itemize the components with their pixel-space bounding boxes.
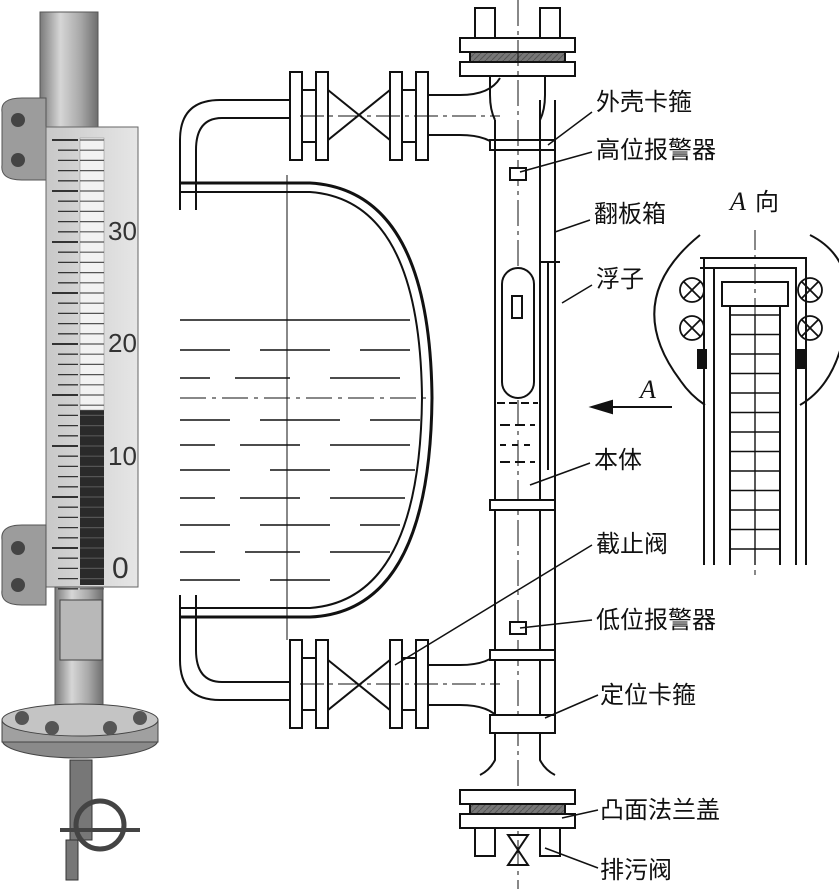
scale-label-20: 20: [108, 328, 137, 358]
label-float: 浮子: [596, 265, 644, 293]
label-flange-cover: 凸面法兰盖: [600, 796, 720, 824]
liquid-surface: [180, 319, 420, 581]
tank-vessel: [180, 175, 434, 640]
scale-label-30: 30: [108, 216, 137, 246]
labels: 外壳卡箍 高位报警器 翻板箱 浮子 本体 截止阀 低位报警器 定位卡箍 凸面法兰…: [594, 88, 779, 884]
label-shell-clamp: 外壳卡箍: [596, 88, 692, 116]
gauge-photo: 30 20 10 0: [1, 11, 159, 881]
gauge-drawing: [179, 0, 839, 889]
top-connection: [179, 71, 501, 210]
label-high-alarm: 高位报警器: [596, 136, 716, 164]
arrow-label-letter: A: [638, 375, 656, 404]
label-stop-valve: 截止阀: [596, 530, 668, 558]
leader-lines: [394, 111, 599, 869]
label-body: 本体: [594, 446, 642, 474]
scale-label-10: 10: [108, 441, 137, 471]
label-drain-valve: 排污阀: [600, 856, 672, 884]
gauge-body-drawing: [459, 0, 576, 889]
view-label-letter: A: [728, 187, 746, 216]
label-position-clamp: 定位卡箍: [600, 681, 696, 709]
scale-label-0: 0: [112, 552, 129, 585]
view-a-detail: [653, 230, 839, 575]
bottom-connection: [179, 595, 501, 729]
label-flip-box: 翻板箱: [594, 200, 666, 228]
view-label-word: 向: [755, 188, 779, 216]
direction-arrow-a: [588, 399, 672, 415]
label-low-alarm: 低位报警器: [596, 606, 716, 634]
scale-ticks: [52, 139, 104, 590]
